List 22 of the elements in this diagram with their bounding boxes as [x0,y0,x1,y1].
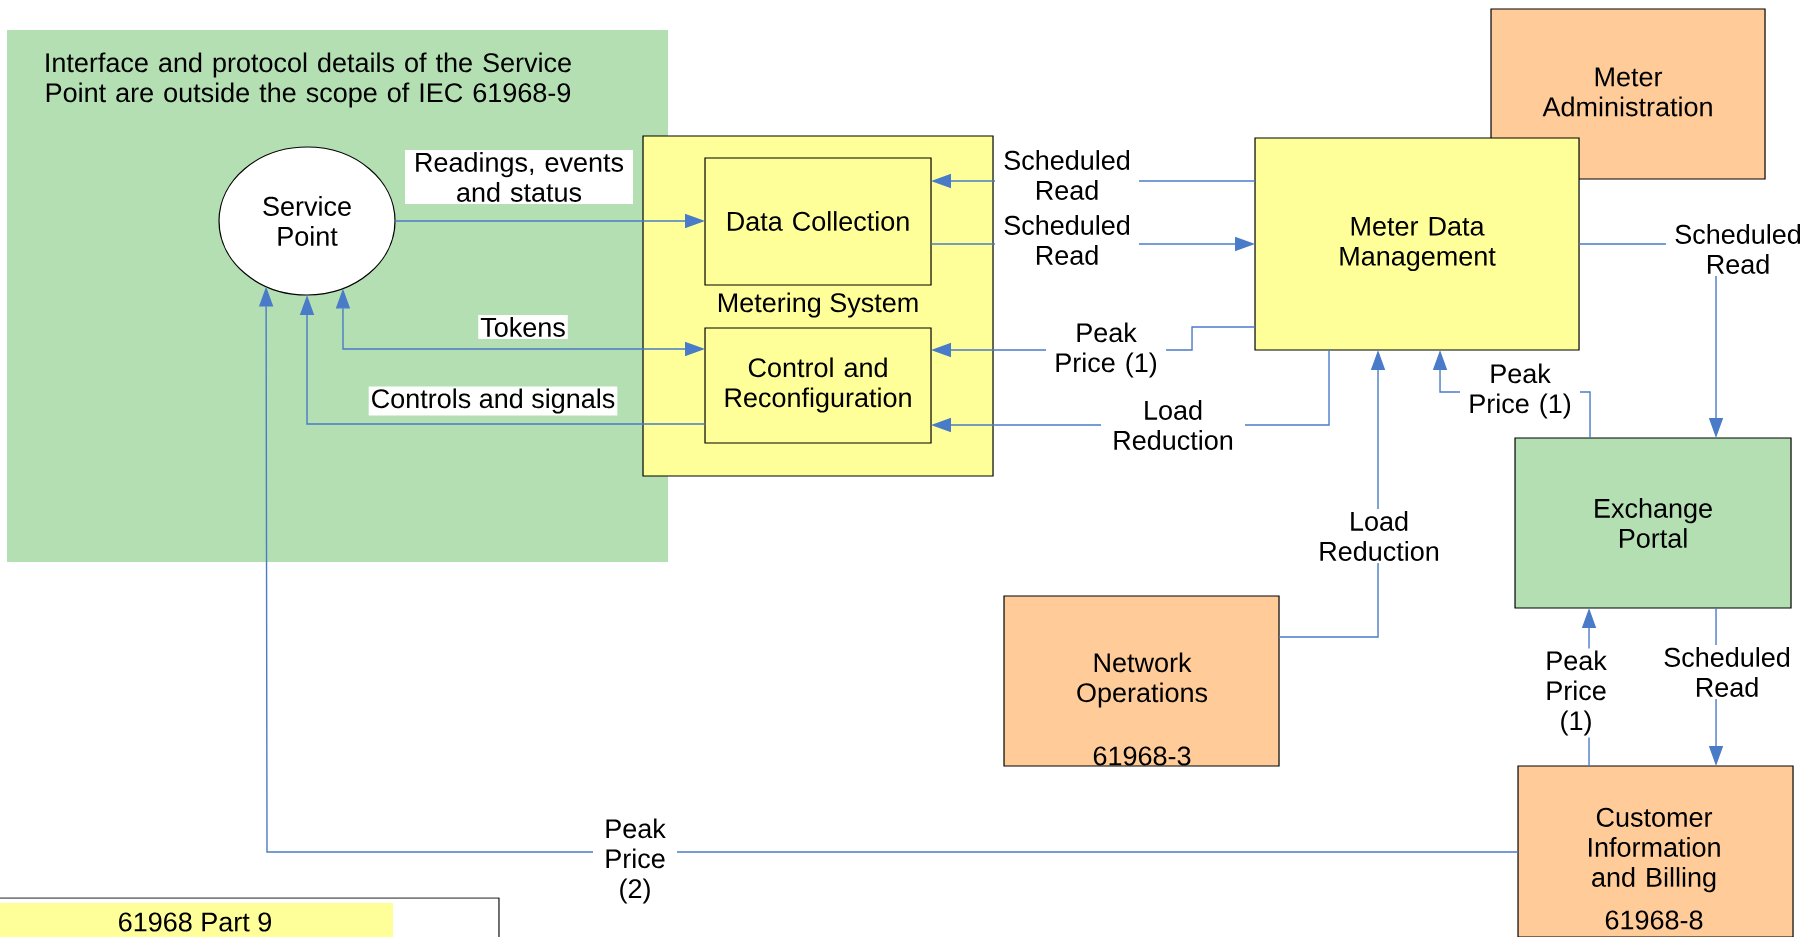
edge-label: Load Reduction [1101,398,1245,452]
edge-label: Scheduled Read [995,213,1139,267]
edge-label: Peak Price (1) [1534,648,1619,738]
edge-label: Load Reduction [1307,509,1452,563]
process-box: Meter Administration [1490,8,1766,180]
process-box: Exchange Portal [1514,437,1792,609]
edge-label: Readings, events and status [405,150,633,204]
edge-label: Controls and signals [368,386,618,416]
process-box: Network Operations 61968-3 [1003,595,1280,767]
edge-label: Scheduled Read [995,148,1139,202]
edge-label: Peak Price (1) [1460,361,1580,421]
edge-label: Peak Price (1) [1046,320,1166,380]
process-box: Meter Data Management [1254,137,1580,351]
edge-label: Tokens [478,315,568,339]
edge-label: Peak Price (2) [593,816,677,906]
legend-label: 61968 Part 9 [119,912,271,932]
process-box: Control and Reconfiguration [704,327,932,444]
process-box: Customer Information and Billing 61968-8 [1517,765,1794,937]
ellipse-node: Service Point [218,146,396,296]
edge-label: Scheduled Read [1666,222,1807,276]
process-box: Data Collection [704,157,932,286]
edge-label: Scheduled Read [1655,645,1800,699]
